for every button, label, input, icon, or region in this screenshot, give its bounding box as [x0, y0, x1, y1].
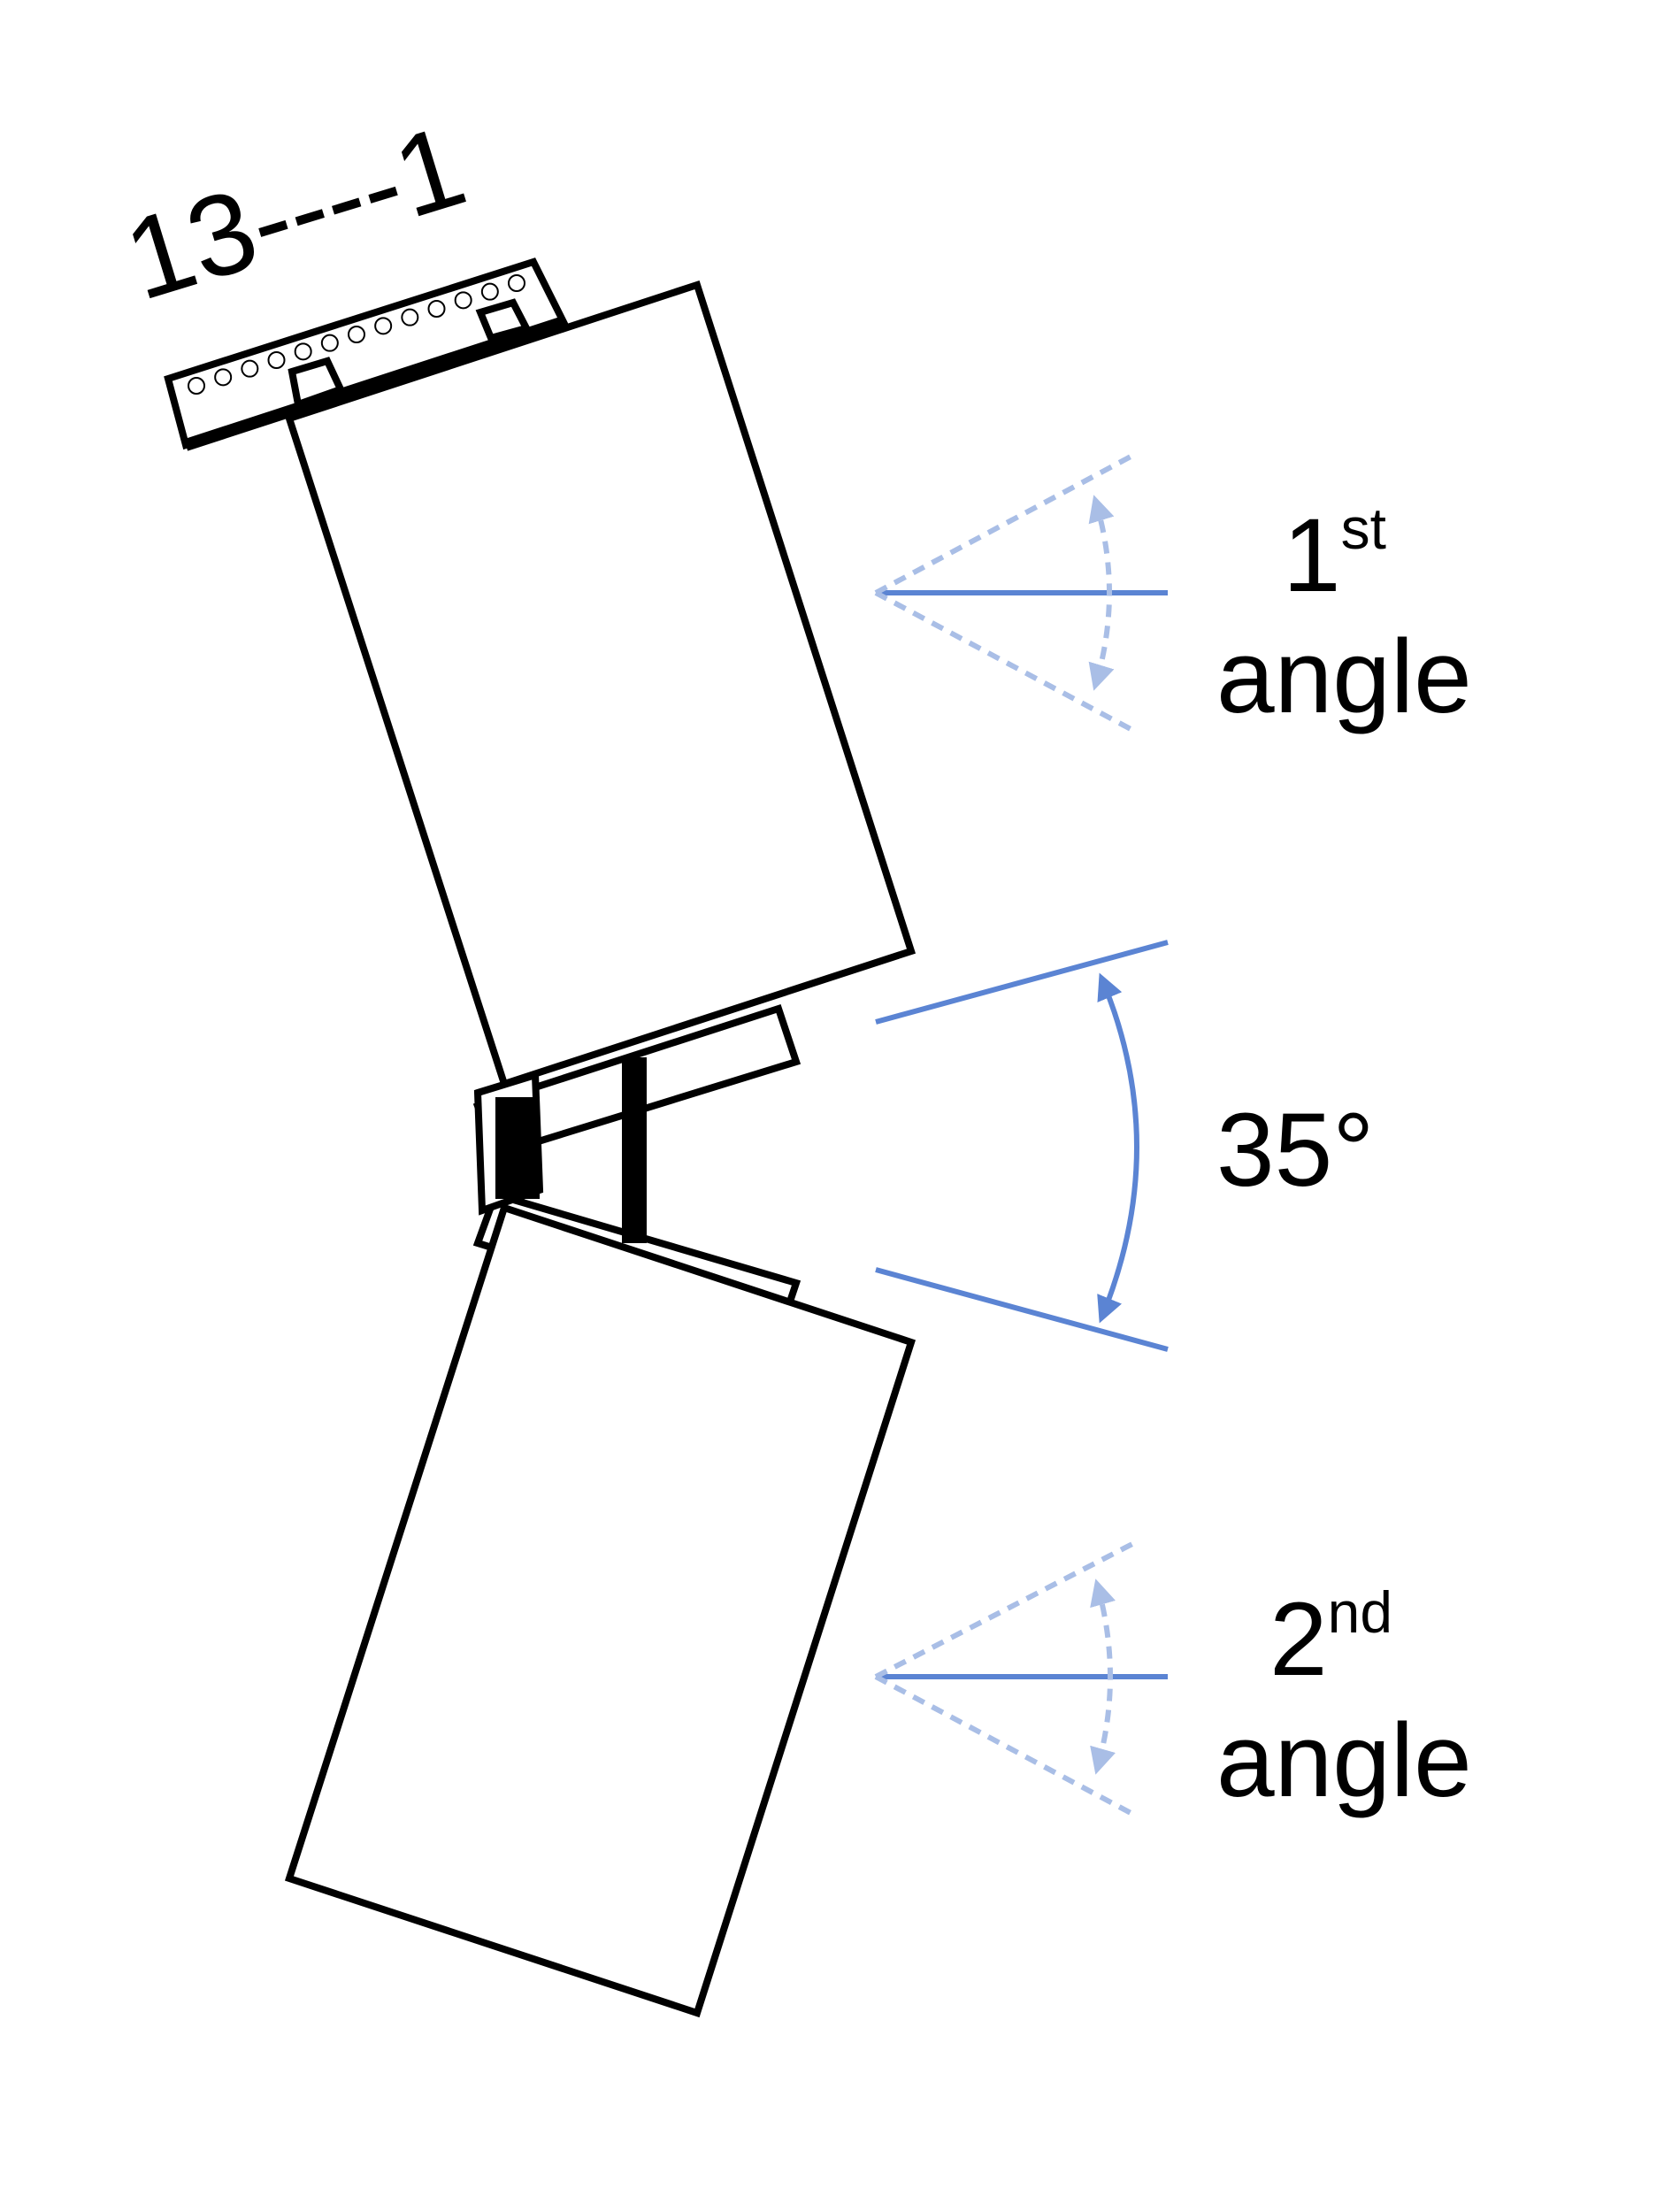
electrode-contact	[267, 351, 286, 369]
strip-clip-left	[288, 357, 346, 410]
first-angle-number-value: 1	[1283, 497, 1341, 614]
second-angle-number: 2nd	[1269, 1579, 1392, 1698]
electrode-contact	[427, 300, 446, 318]
second-angle-arc-arrow	[1090, 1578, 1116, 1775]
electrode-contact	[320, 334, 339, 352]
second-angle-suffix: nd	[1328, 1579, 1392, 1645]
electrode-contact	[241, 359, 259, 378]
electrode-contact	[508, 274, 525, 292]
second-angle-word: angle	[1216, 1702, 1472, 1819]
electrode-contact	[214, 368, 233, 387]
first-angle-lower-ray	[874, 590, 1134, 733]
electrode-contact	[294, 342, 312, 361]
second-angle-indicator	[874, 1541, 1168, 1816]
bend-lower-line	[875, 1267, 1169, 1352]
electrode-contact	[401, 308, 419, 326]
lower-body	[284, 1202, 917, 2018]
electrode-contact	[454, 291, 472, 310]
second-angle-number-value: 2	[1269, 1581, 1328, 1698]
hinge-pin	[622, 1057, 647, 1243]
bend-arc-arrow	[1097, 972, 1139, 1324]
bend-upper-line	[875, 940, 1169, 1025]
hinge-block	[495, 1097, 540, 1199]
first-angle-number: 1st	[1283, 495, 1386, 614]
second-angle-lower-ray	[874, 1674, 1134, 1816]
electrode-contact	[188, 377, 205, 395]
first-angle-arc-arrow	[1088, 495, 1115, 691]
first-angle-indicator	[874, 453, 1168, 733]
bend-angle-label: 35°	[1216, 1092, 1374, 1209]
electrode-strip-base	[183, 316, 566, 451]
first-angle-word: angle	[1216, 618, 1472, 735]
electrode-range-label: 13----1	[111, 100, 479, 325]
bend-angle-indicator	[875, 940, 1169, 1352]
electrode-contact	[480, 282, 499, 301]
electrode-contact	[374, 317, 393, 335]
electrode-dots	[188, 274, 525, 395]
strip-clip-right	[475, 298, 532, 342]
electrode-contact	[348, 326, 365, 343]
first-angle-suffix: st	[1341, 495, 1386, 561]
first-angle-upper-ray	[874, 453, 1134, 595]
upper-body	[284, 280, 917, 1089]
second-angle-upper-ray	[874, 1541, 1134, 1679]
